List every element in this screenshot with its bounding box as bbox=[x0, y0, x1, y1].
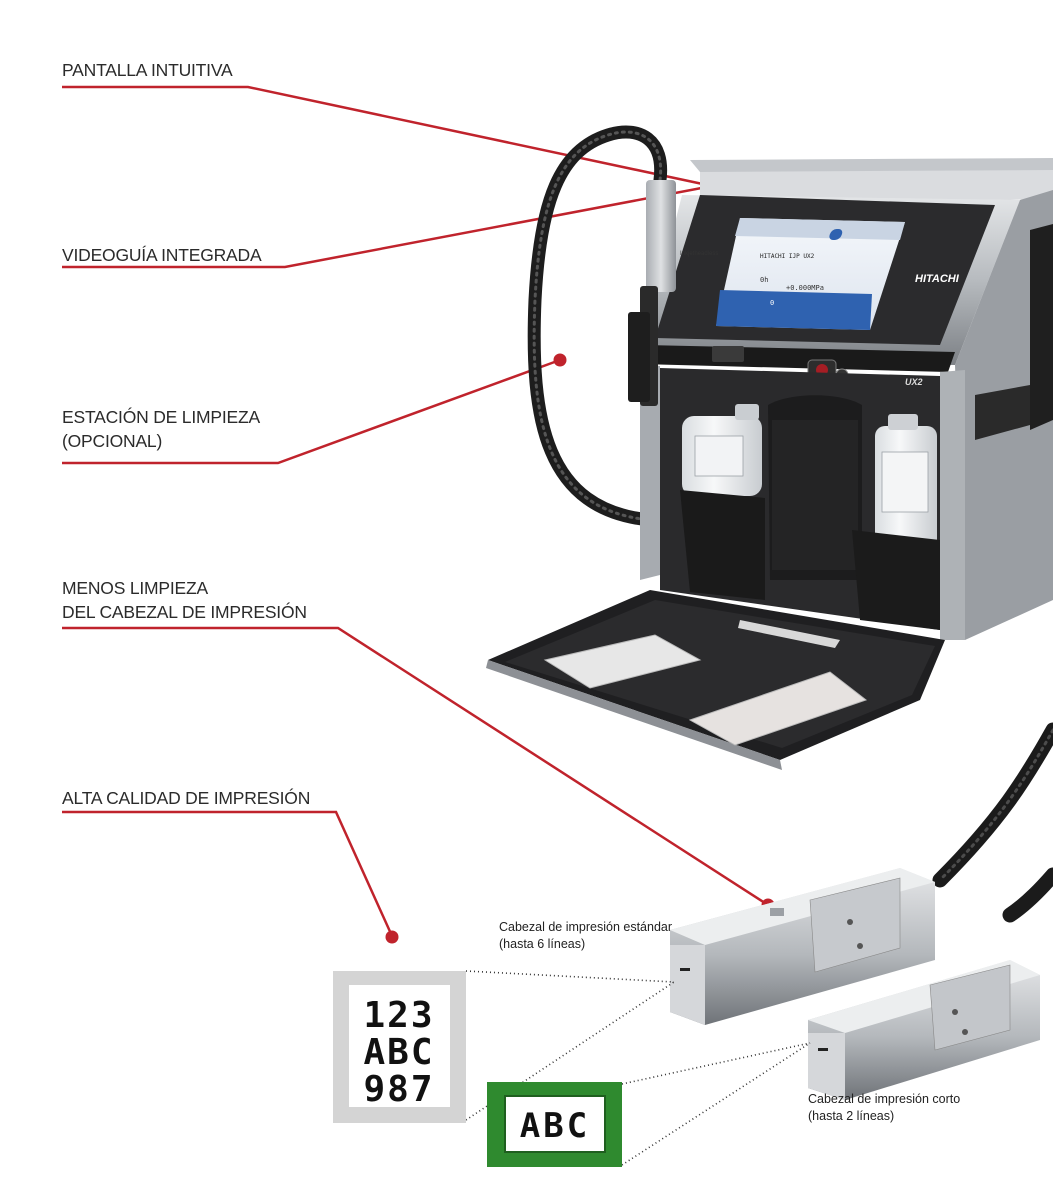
short-print-head bbox=[808, 960, 1040, 1100]
caption-short-line1: Cabezal de impresión corto bbox=[808, 1092, 961, 1106]
callout-pantalla-intuitiva: PANTALLA INTUITIVA bbox=[62, 58, 233, 82]
mounted-print-gun: Inkjetheadless bbox=[628, 180, 718, 406]
callout-menos-line2: DEL CABEZAL DE IMPRESIÓN bbox=[62, 602, 307, 622]
caption-short-head: Cabezal de impresión corto (hasta 2 líne… bbox=[808, 1091, 960, 1125]
caption-standard-line2: (hasta 6 líneas) bbox=[499, 937, 586, 951]
printer-brand-label: HITACHI bbox=[915, 273, 960, 285]
screen-hours: 0h bbox=[760, 276, 768, 284]
screen-count: 0 bbox=[770, 299, 774, 307]
callout-menos-limpieza: MENOS LIMPIEZA DEL CABEZAL DE IMPRESIÓN bbox=[62, 576, 307, 624]
screen-title: HITACHI IJP UX2 bbox=[760, 253, 815, 260]
callout-dot-alta bbox=[385, 930, 399, 944]
callout-dot-estacion bbox=[553, 353, 567, 367]
callout-estacion-line1: ESTACIÓN DE LIMPIEZA bbox=[62, 407, 260, 427]
standard-print-head bbox=[670, 868, 935, 1025]
callout-alta-text: ALTA CALIDAD DE IMPRESIÓN bbox=[62, 788, 311, 808]
gun-label: Inkjetheadless bbox=[680, 251, 718, 257]
dotted-connectors bbox=[465, 970, 811, 1166]
callout-videoguia-integrada: VIDEOGUÍA INTEGRADA bbox=[62, 243, 262, 267]
print-head-hose bbox=[527, 125, 668, 527]
caption-standard-head: Cabezal de impresión estándar (hasta 6 l… bbox=[499, 919, 672, 953]
sample-white-line2: ABC bbox=[363, 1032, 434, 1073]
head-hoses bbox=[932, 722, 1053, 923]
caption-short-line2: (hasta 2 líneas) bbox=[808, 1109, 895, 1123]
printer-body: HITACHI UX2 HITACHI IJP UX2 0h +0.000MPa… bbox=[486, 158, 1053, 770]
callout-line-pantalla bbox=[62, 85, 713, 188]
caption-standard-line1: Cabezal de impresión estándar bbox=[499, 920, 673, 934]
printer-model-label: UX2 bbox=[905, 377, 923, 387]
callout-line-estacion bbox=[62, 358, 561, 465]
callout-line-menos bbox=[62, 626, 769, 907]
callout-menos-line1: MENOS LIMPIEZA bbox=[62, 578, 208, 598]
callout-estacion-limpieza: ESTACIÓN DE LIMPIEZA (OPCIONAL) bbox=[62, 405, 260, 453]
callout-lines bbox=[62, 85, 769, 937]
callout-line-videoguia bbox=[62, 184, 713, 269]
sample-green bbox=[487, 1082, 622, 1167]
callout-videoguia-text: VIDEOGUÍA INTEGRADA bbox=[62, 245, 262, 265]
sample-white-line3: 987 bbox=[363, 1069, 434, 1110]
screen-pressure: +0.000MPa bbox=[786, 284, 824, 292]
callout-estacion-line2: (OPCIONAL) bbox=[62, 431, 163, 451]
callout-alta-calidad: ALTA CALIDAD DE IMPRESIÓN bbox=[62, 786, 310, 810]
sample-white-line1: 123 bbox=[363, 995, 434, 1036]
sample-white bbox=[333, 971, 466, 1123]
callout-pantalla-text: PANTALLA INTUITIVA bbox=[62, 60, 233, 80]
sample-green-text: ABC bbox=[520, 1106, 590, 1146]
callout-line-alta bbox=[62, 810, 394, 937]
